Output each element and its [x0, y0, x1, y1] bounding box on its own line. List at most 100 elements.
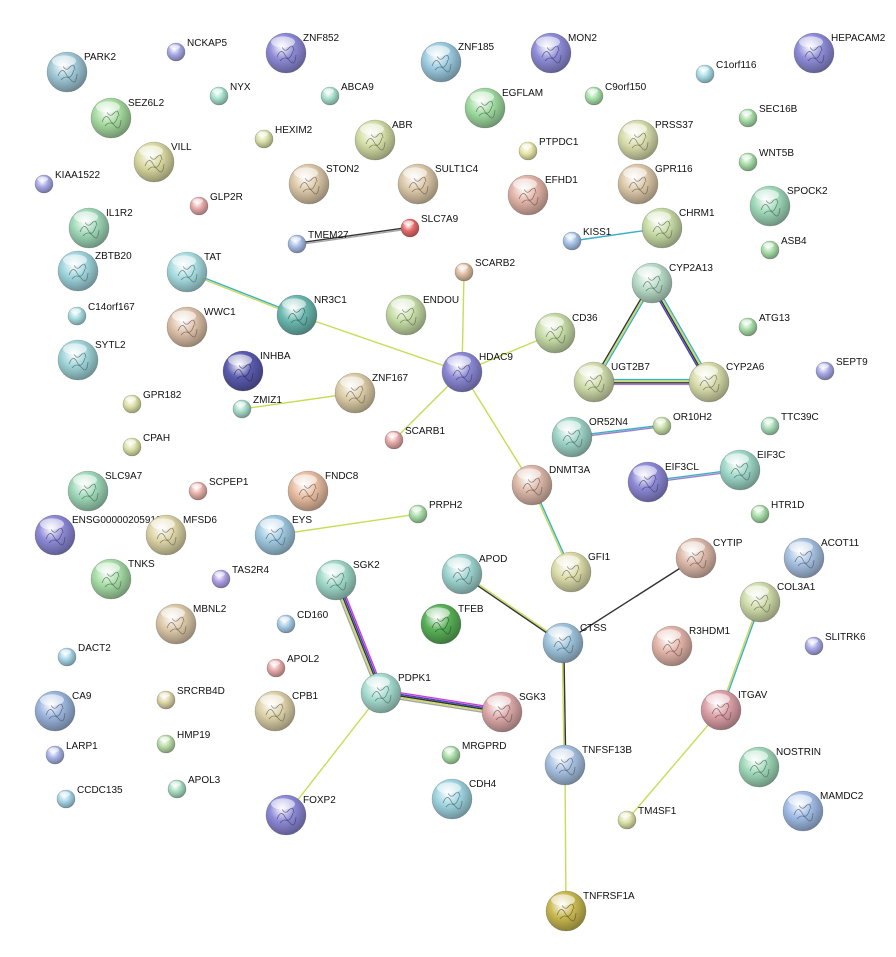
- node-abca9[interactable]: ABCA9: [320, 82, 374, 106]
- node-fndc8[interactable]: FNDC8: [287, 470, 359, 512]
- node-mamdc2[interactable]: MAMDC2: [782, 790, 864, 832]
- node-gpr116[interactable]: GPR116: [617, 163, 693, 205]
- node-sgk2[interactable]: SGK2: [315, 559, 380, 601]
- node-scarb1[interactable]: SCARB1: [384, 426, 445, 450]
- node-tmem27[interactable]: TMEM27: [287, 230, 349, 254]
- node-sez6l2[interactable]: SEZ6L2: [90, 97, 165, 139]
- node-apol2[interactable]: APOL2: [266, 654, 320, 678]
- node-cd36[interactable]: CD36: [534, 312, 598, 354]
- node-park2[interactable]: PARK2: [46, 51, 116, 93]
- node-ston2[interactable]: STON2: [288, 163, 360, 205]
- node-c14orf167[interactable]: C14orf167: [67, 302, 135, 326]
- edge-sgk2-pdpk1[interactable]: [332, 578, 385, 695]
- node-egflam[interactable]: EGFLAM: [464, 87, 543, 129]
- node-asb4[interactable]: ASB4: [760, 236, 807, 260]
- edge-tmem27-slc7a9[interactable]: [296, 226, 411, 246]
- node-wnt5b[interactable]: WNT5B: [738, 148, 794, 172]
- node-znf167[interactable]: ZNF167: [334, 372, 409, 414]
- node-scarb2[interactable]: SCARB2: [454, 258, 515, 282]
- node-cyp2a6[interactable]: CYP2A6: [688, 361, 765, 403]
- node-mon2[interactable]: MON2: [530, 32, 597, 74]
- node-hepacam2[interactable]: HEPACAM2: [793, 32, 886, 74]
- node-gpr182[interactable]: GPR182: [122, 390, 182, 414]
- node-cdh4[interactable]: CDH4: [431, 778, 497, 820]
- edge-nr3c1-hdac9[interactable]: [296, 314, 463, 373]
- edge-eys-prph2[interactable]: [274, 513, 419, 536]
- node-or10h2[interactable]: OR10H2: [652, 412, 712, 436]
- edge-pdpk1-sgk3[interactable]: [380, 689, 503, 716]
- node-zbtb20[interactable]: ZBTB20: [57, 250, 132, 292]
- node-tas2r4[interactable]: TAS2R4: [211, 565, 269, 589]
- node-ca9[interactable]: CA9: [34, 690, 92, 732]
- node-gfi1[interactable]: GFI1: [550, 551, 611, 593]
- node-vill[interactable]: VILL: [133, 141, 192, 183]
- node-ptpdc1[interactable]: PTPDC1: [518, 137, 579, 161]
- node-tnks[interactable]: TNKS: [90, 558, 155, 600]
- node-pdpk1[interactable]: PDPK1: [360, 672, 431, 714]
- node-kiaa1522[interactable]: KIAA1522: [34, 170, 100, 194]
- node-spock2[interactable]: SPOCK2: [749, 185, 828, 227]
- edge-apod-ctss[interactable]: [461, 572, 564, 645]
- node-prss37[interactable]: PRSS37: [617, 119, 694, 161]
- node-nr3c1[interactable]: NR3C1: [276, 294, 347, 336]
- node-mrgprd[interactable]: MRGPRD: [441, 741, 506, 765]
- node-inhba[interactable]: INHBA: [222, 350, 291, 392]
- node-kiss1[interactable]: KISS1: [562, 227, 612, 251]
- node-efhd1[interactable]: EFHD1: [507, 174, 578, 216]
- node-tm4sf1[interactable]: TM4SF1: [617, 806, 677, 830]
- node-dnmt3a[interactable]: DNMT3A: [511, 464, 590, 506]
- node-endou[interactable]: ENDOU: [385, 294, 459, 336]
- node-c9orf150[interactable]: C9orf150: [584, 82, 647, 106]
- node-or52n4[interactable]: OR52N4: [551, 416, 628, 458]
- node-foxp2[interactable]: FOXP2: [265, 794, 336, 836]
- node-prph2[interactable]: PRPH2: [408, 500, 463, 524]
- edge-hdac9-dnmt3a[interactable]: [461, 371, 533, 486]
- node-scpep1[interactable]: SCPEP1: [188, 477, 249, 501]
- node-slc9a7[interactable]: SLC9A7: [67, 470, 143, 512]
- node-znf185[interactable]: ZNF185: [420, 41, 495, 83]
- node-cpah[interactable]: CPAH: [122, 433, 170, 457]
- node-hexim2[interactable]: HEXIM2: [254, 125, 313, 149]
- node-wwc1[interactable]: WWC1: [166, 306, 236, 348]
- node-slc7a9[interactable]: SLC7A9: [400, 214, 459, 238]
- node-mfsd6[interactable]: MFSD6: [145, 514, 217, 556]
- node-itgav[interactable]: ITGAV: [700, 689, 768, 731]
- node-cytip[interactable]: CYTIP: [675, 537, 743, 579]
- node-slitrk6[interactable]: SLITRK6: [804, 632, 866, 656]
- node-nyx[interactable]: NYX: [209, 82, 251, 106]
- node-acot11[interactable]: ACOT11: [783, 537, 860, 579]
- node-sec16b[interactable]: SEC16B: [738, 104, 798, 128]
- node-ttc39c[interactable]: TTC39C: [760, 412, 819, 436]
- node-tnfsf13b[interactable]: TNFSF13B: [544, 744, 632, 786]
- node-larp1[interactable]: LARP1: [45, 741, 98, 765]
- node-chrm1[interactable]: CHRM1: [641, 207, 715, 249]
- node-cd160[interactable]: CD160: [276, 610, 329, 634]
- edge-ctss-tnfsf13b[interactable]: [561, 642, 567, 766]
- node-sytl2[interactable]: SYTL2: [57, 339, 126, 381]
- node-ccdc135[interactable]: CCDC135: [56, 785, 123, 809]
- edge-pdpk1-foxp2[interactable]: [285, 692, 382, 816]
- edge-ctss-cytip[interactable]: [562, 557, 697, 644]
- node-atg13[interactable]: ATG13: [738, 313, 790, 337]
- node-hdac9[interactable]: HDAC9: [441, 351, 513, 393]
- node-ensg00000205918[interactable]: ENSG00000205918: [34, 514, 162, 556]
- edge-tnfsf13b-tnfrsf1a[interactable]: [564, 764, 567, 912]
- node-tnfrsf1a[interactable]: TNFRSF1A: [545, 890, 635, 932]
- node-cpb1[interactable]: CPB1: [254, 690, 319, 732]
- node-ugt2b7[interactable]: UGT2B7: [573, 361, 650, 403]
- node-glp2r[interactable]: GLP2R: [189, 192, 243, 216]
- node-abr[interactable]: ABR: [354, 119, 413, 161]
- node-col3a1[interactable]: COL3A1: [739, 581, 816, 623]
- node-sult1c4[interactable]: SULT1C4: [397, 163, 479, 205]
- node-eys[interactable]: EYS: [254, 514, 312, 556]
- node-cyp2a13[interactable]: CYP2A13: [631, 262, 713, 304]
- node-eif3c[interactable]: EIF3C: [719, 449, 785, 491]
- node-il1r2[interactable]: IL1R2: [68, 207, 133, 249]
- node-tfeb[interactable]: TFEB: [420, 603, 484, 645]
- node-nostrin[interactable]: NOSTRIN: [738, 746, 821, 788]
- node-eif3cl[interactable]: EIF3CL: [627, 461, 699, 503]
- node-mbnl2[interactable]: MBNL2: [155, 603, 227, 645]
- edge-itgav-tm4sf1[interactable]: [626, 709, 722, 821]
- node-nckap5[interactable]: NCKAP5: [166, 38, 227, 62]
- node-hmp19[interactable]: HMP19: [156, 730, 211, 754]
